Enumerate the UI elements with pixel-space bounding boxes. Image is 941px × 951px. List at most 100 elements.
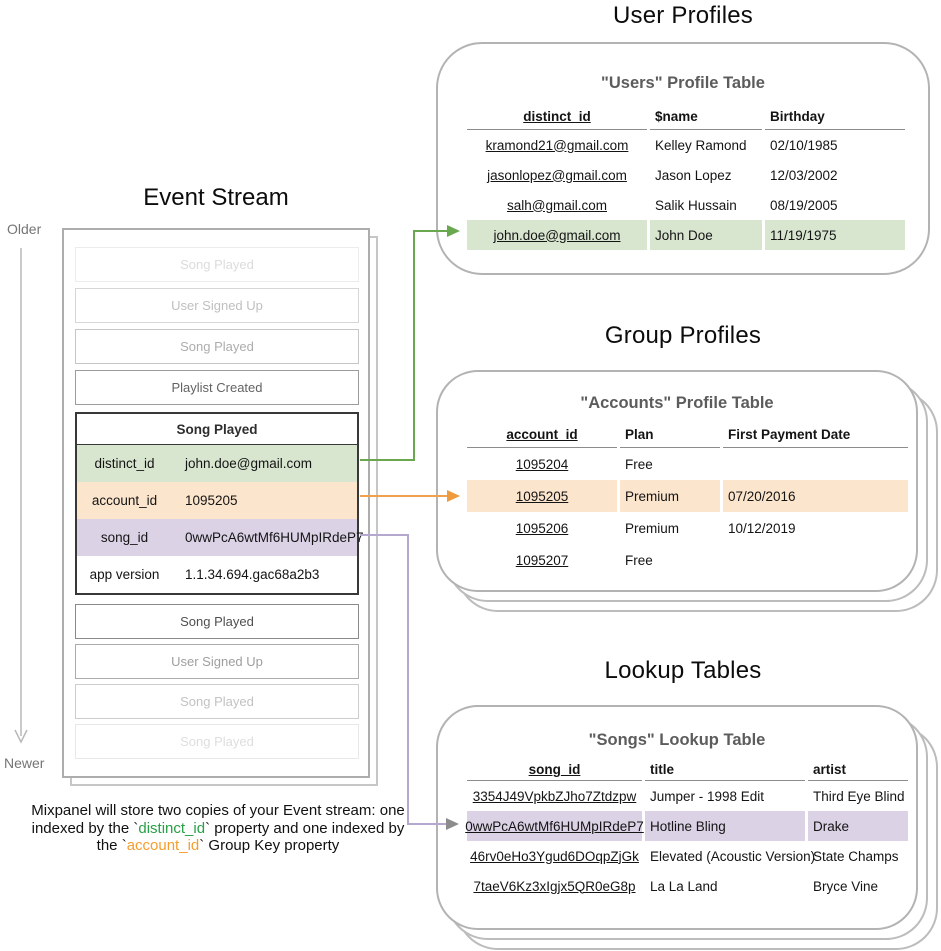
table-row: jasonlopez@gmail.com Jason Lopez 12/03/2… <box>467 160 905 190</box>
table-cell: 0wwPcA6wtMf6HUMpIRdeP7 <box>465 811 644 841</box>
table-cell: 12/03/2002 <box>770 167 838 183</box>
table-cell: 08/19/2005 <box>770 197 838 213</box>
property-value: 1095205 <box>185 493 238 508</box>
column-header: song_id <box>467 759 642 781</box>
property-key: song_id <box>100 530 149 545</box>
table-cell: State Champs <box>813 848 899 864</box>
table-header-row: song_id title artist <box>467 759 908 781</box>
lookup-tables-title: Lookup Tables <box>604 657 762 684</box>
table-row-highlighted: 1095205 Premium 07/20/2016 <box>467 480 908 512</box>
caption-text: ` property and one indexed by the ` <box>96 819 405 855</box>
column-header: First Payment Date <box>723 422 908 448</box>
table-cell: 11/19/1975 <box>765 220 905 250</box>
caption-account-id: account_id <box>126 837 200 854</box>
table-row: 1095204 Free <box>467 448 908 480</box>
event-box: Playlist Created <box>75 370 359 405</box>
table-header-row: account_id Plan First Payment Date <box>467 422 908 448</box>
column-header: Plan <box>620 422 720 448</box>
table-cell: 10/12/2019 <box>728 520 796 536</box>
table-cell: jasonlopez@gmail.com <box>487 167 627 183</box>
table-row: 7taeV6Kz3xIgjx5QR0eG8p La La Land Bryce … <box>467 871 908 901</box>
table-row: 3354J49VpkbZJho7Ztdzpw Jumper - 1998 Edi… <box>467 781 908 811</box>
songs-table: song_id title artist 3354J49VpkbZJho7Ztd… <box>465 759 908 901</box>
property-value: 0wwPcA6wtMf6HUMpIRdeP7 <box>185 530 364 545</box>
table-header-row: distinct_id $name Birthday <box>467 104 905 130</box>
column-header: Birthday <box>765 104 905 130</box>
songs-card: "Songs" Lookup Table song_id title artis… <box>436 705 918 930</box>
table-cell: Free <box>625 552 653 568</box>
songs-table-title: "Songs" Lookup Table <box>588 731 766 749</box>
table-cell: 7taeV6Kz3xIgjx5QR0eG8p <box>473 878 636 894</box>
table-cell: 46rv0eHo3Ygud6DOqpZjGk <box>470 848 639 864</box>
caption-distinct-id: distinct_id <box>138 819 206 837</box>
table-cell: kramond21@gmail.com <box>485 137 629 153</box>
table-cell: Bryce Vine <box>813 878 879 894</box>
event-box: Song Played <box>75 724 359 759</box>
group-profiles-title: Group Profiles <box>604 322 762 349</box>
table-cell <box>723 448 908 480</box>
users-table: distinct_id $name Birthday kramond21@gma… <box>467 104 905 250</box>
table-cell: Premium <box>625 520 680 536</box>
event-stream-title: Event Stream <box>143 184 289 211</box>
table-cell: 1095204 <box>515 456 569 472</box>
accounts-card: "Accounts" Profile Table account_id Plan… <box>436 370 918 592</box>
caption: Mixpanel will store two copies of your E… <box>30 802 406 855</box>
caption-text: ` Group Key property <box>199 837 340 854</box>
accounts-table: account_id Plan First Payment Date 10952… <box>467 422 908 576</box>
user-profiles-title: User Profiles <box>613 2 753 29</box>
users-table-title: "Users" Profile Table <box>601 74 765 92</box>
table-row: salh@gmail.com Salik Hussain 08/19/2005 <box>467 190 905 220</box>
property-row-app-version: app version 1.1.34.694.gac68a2b3 <box>77 556 357 593</box>
column-header: artist <box>808 759 908 781</box>
caption-text: Mixpanel will store two copies of your E… <box>31 802 405 837</box>
event-box: Song Played <box>75 604 359 639</box>
property-row-distinct-id: distinct_id john.doe@gmail.com <box>77 445 357 482</box>
table-cell: john.doe@gmail.com <box>467 220 647 250</box>
column-header: account_id <box>467 422 617 448</box>
column-header: distinct_id <box>467 104 647 130</box>
table-cell: Elevated (Acoustic Version) <box>650 848 816 864</box>
event-box: User Signed Up <box>75 288 359 323</box>
table-row: 46rv0eHo3Ygud6DOqpZjGk Elevated (Acousti… <box>467 841 908 871</box>
column-header: title <box>645 759 805 781</box>
event-box: Song Played <box>75 684 359 719</box>
table-cell: 02/10/1985 <box>770 137 838 153</box>
table-cell: salh@gmail.com <box>507 197 607 213</box>
property-row-song-id: song_id 0wwPcA6wtMf6HUMpIRdeP7 <box>77 519 364 556</box>
table-cell: 3354J49VpkbZJho7Ztdzpw <box>472 788 637 804</box>
table-cell: Salik Hussain <box>655 197 737 213</box>
table-row-highlighted: 0wwPcA6wtMf6HUMpIRdeP7 Hotline Bling Dra… <box>465 811 908 841</box>
table-cell: John Doe <box>650 220 762 250</box>
table-cell: 1095207 <box>515 552 569 568</box>
table-cell: Premium <box>620 480 720 512</box>
table-cell: Free <box>625 456 653 472</box>
event-box: Song Played <box>75 329 359 364</box>
newer-label: Newer <box>4 755 45 771</box>
time-axis-arrow <box>14 248 28 744</box>
event-box: Song Played <box>75 247 359 282</box>
table-cell: Drake <box>808 811 908 841</box>
column-header: $name <box>650 104 762 130</box>
table-cell: 1095205 <box>467 480 617 512</box>
expanded-event-title: Song Played <box>77 414 357 445</box>
users-card: "Users" Profile Table distinct_id $name … <box>436 42 930 275</box>
table-row-highlighted: john.doe@gmail.com John Doe 11/19/1975 <box>467 220 905 250</box>
property-row-account-id: account_id 1095205 <box>77 482 357 519</box>
property-key: app version <box>89 567 160 582</box>
table-cell: Third Eye Blind <box>813 788 905 804</box>
event-box: User Signed Up <box>75 644 359 679</box>
table-cell: Jumper - 1998 Edit <box>650 788 765 804</box>
property-key: account_id <box>91 493 158 508</box>
table-cell <box>723 544 908 576</box>
table-cell: Kelley Ramond <box>655 137 747 153</box>
accounts-table-title: "Accounts" Profile Table <box>580 394 774 412</box>
table-cell: 1095206 <box>515 520 569 536</box>
property-key: distinct_id <box>94 456 155 471</box>
table-row: 1095207 Free <box>467 544 908 576</box>
table-row: kramond21@gmail.com Kelley Ramond 02/10/… <box>467 130 905 160</box>
event-stream-container: Song Played User Signed Up Song Played P… <box>62 228 370 778</box>
property-value: 1.1.34.694.gac68a2b3 <box>185 567 320 582</box>
table-cell: Jason Lopez <box>655 167 732 183</box>
table-cell: La La Land <box>650 878 718 894</box>
